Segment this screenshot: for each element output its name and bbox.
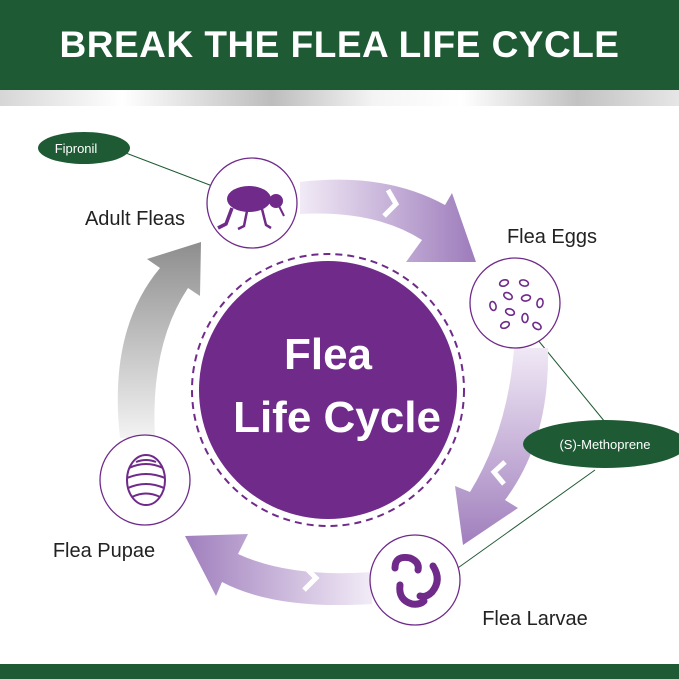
stage-flea-eggs: Flea Eggs	[469, 226, 597, 349]
page-title: BREAK THE FLEA LIFE CYCLE	[59, 24, 620, 65]
methoprene-connector-larvae	[454, 469, 596, 571]
stage-adult-fleas: Adult Fleas	[85, 157, 298, 249]
arrow-adult-to-eggs	[300, 179, 476, 262]
flea-eggs-icon	[489, 278, 544, 331]
center-title-line1: Flea	[284, 330, 373, 379]
stage-label-adult: Adult Fleas	[85, 208, 185, 230]
stage-label-eggs: Flea Eggs	[507, 226, 597, 248]
fipronil-connector	[117, 149, 216, 188]
badge-fipronil-label: Fipronil	[55, 141, 98, 156]
header-shine-strip	[0, 90, 679, 106]
badge-fipronil: Fipronil	[38, 132, 130, 164]
stage-label-larvae: Flea Larvae	[482, 608, 588, 630]
stage-label-pupae: Flea Pupae	[53, 540, 155, 562]
center-title-line2: Life Cycle	[233, 393, 441, 442]
adult-flea-icon	[217, 186, 285, 231]
arrow-eggs-to-larvae	[455, 348, 549, 545]
stage-flea-pupae: Flea Pupae	[53, 434, 191, 562]
arrow-pupae-to-adult	[117, 242, 201, 438]
badge-methoprene: (S)-Methoprene	[523, 420, 679, 468]
arrow-larvae-to-pupae	[185, 534, 372, 606]
badge-methoprene-label: (S)-Methoprene	[559, 437, 650, 452]
footer-bar	[0, 664, 679, 679]
stage-flea-larvae: Flea Larvae	[369, 534, 588, 630]
flea-pupa-icon	[126, 454, 166, 506]
center-circle	[199, 261, 457, 519]
header-banner: BREAK THE FLEA LIFE CYCLE	[0, 0, 679, 90]
flea-larvae-icon	[391, 554, 441, 608]
